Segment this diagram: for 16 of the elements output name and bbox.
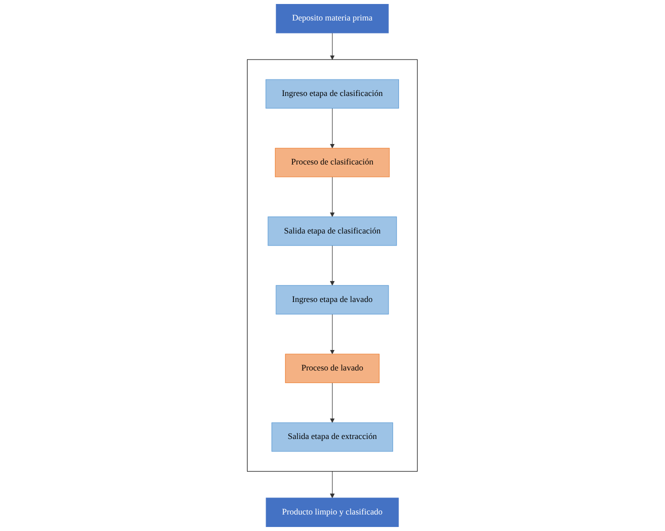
node-box: Salida etapa de extracción — [272, 422, 394, 452]
arrow — [330, 176, 335, 218]
node-box: Ingreso etapa de clasificación — [266, 79, 400, 109]
arrow — [330, 314, 335, 354]
node-box: Deposito materia prima — [276, 4, 389, 34]
arrow — [330, 471, 335, 498]
node-box: Proceso de clasificación — [275, 148, 390, 178]
node-box: Producto limpio y clasificado — [266, 498, 399, 527]
arrow — [330, 382, 335, 423]
node-box: Ingreso etapa de lavado — [276, 285, 390, 314]
arrow — [330, 245, 335, 286]
arrow — [330, 108, 335, 148]
arrow — [330, 32, 335, 60]
cluster — [247, 59, 418, 472]
node-box: Proceso de lavado — [285, 354, 380, 384]
node-box: Salida etapa de clasificación — [268, 216, 398, 246]
